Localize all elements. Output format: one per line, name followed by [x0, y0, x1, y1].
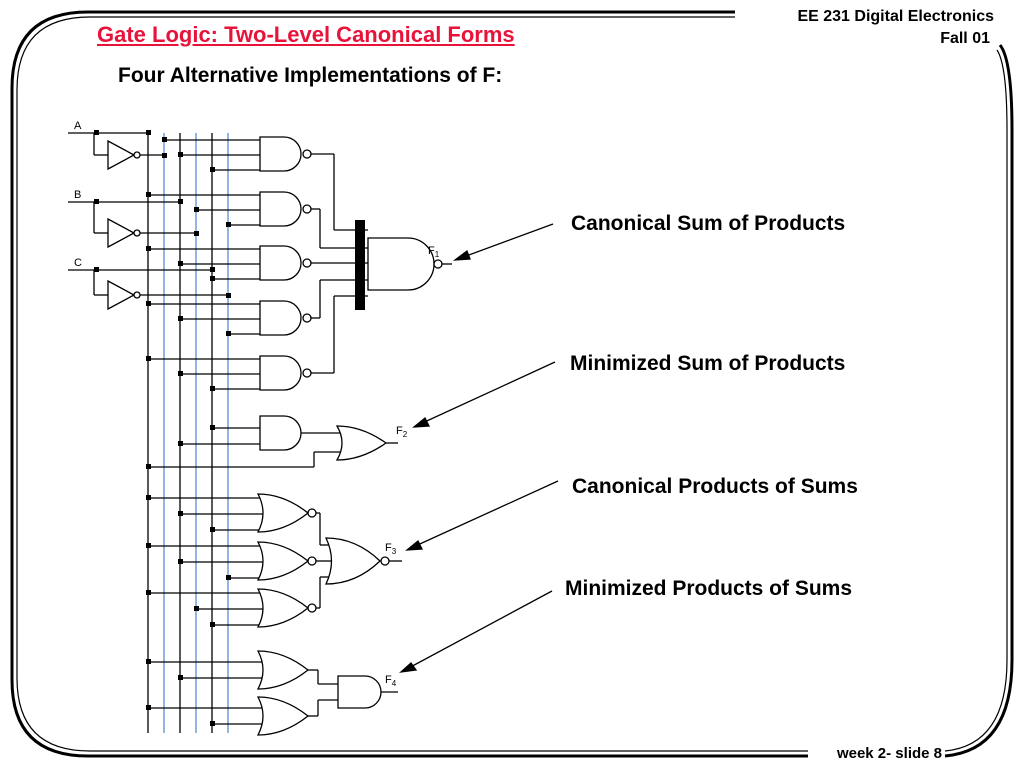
- f2-minimized-sop-circuit: [146, 415, 398, 469]
- input-bus: [147, 133, 229, 733]
- slide-subtitle: Four Alternative Implementations of F:: [118, 64, 503, 87]
- input-a-label: A: [74, 120, 82, 132]
- slide-footer: week 2- slide 8: [836, 745, 942, 762]
- course-term: Fall 01: [940, 30, 990, 47]
- input-a-circuit: [68, 130, 167, 171]
- output-f1-label: F1: [428, 245, 440, 259]
- input-b-circuit: [68, 199, 199, 249]
- f1-canonical-sop-circuit: [146, 136, 452, 391]
- f4-minimized-pos-circuit: [146, 650, 398, 736]
- input-c-circuit: [68, 267, 231, 311]
- input-c-label: C: [74, 257, 82, 269]
- caption-minimized-sop: Minimized Sum of Products: [570, 352, 846, 375]
- slide-title: Gate Logic: Two-Level Canonical Forms: [97, 22, 515, 47]
- f3-canonical-pos-circuit: [146, 493, 402, 628]
- output-f2-label: F2: [396, 425, 408, 439]
- output-f3-label: F3: [385, 542, 397, 556]
- caption-minimized-pos: Minimized Products of Sums: [565, 577, 853, 600]
- caption-arrows: [399, 223, 559, 673]
- caption-canonical-pos: Canonical Products of Sums: [572, 475, 858, 498]
- output-f4-label: F4: [385, 674, 397, 688]
- course-title: EE 231 Digital Electronics: [797, 8, 994, 25]
- input-b-label: B: [74, 189, 81, 201]
- caption-canonical-sop: Canonical Sum of Products: [571, 212, 846, 235]
